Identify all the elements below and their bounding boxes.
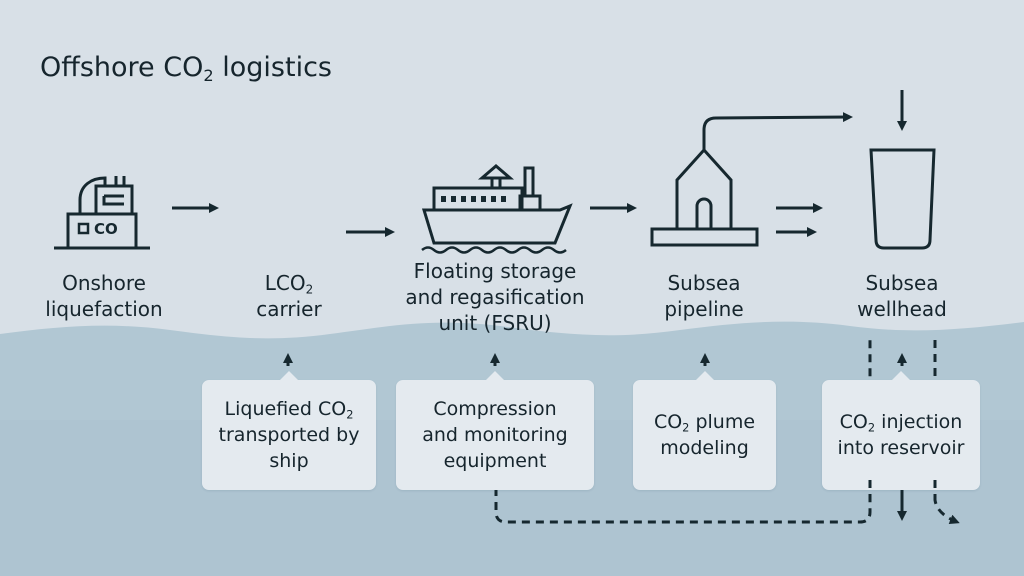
- note-text-part: injection: [875, 411, 963, 433]
- note-subscript: 2: [346, 407, 354, 422]
- note-text: Compression and monitoring equipment: [422, 396, 568, 474]
- note-co2-injection: CO2 injection into reservoir: [822, 371, 980, 490]
- label-text: LCO: [264, 271, 306, 295]
- label-line: LCO2: [256, 270, 321, 296]
- note-pointer: [485, 371, 505, 381]
- stage-label-fsru: Floating storage and regasification unit…: [405, 258, 584, 336]
- note-text: CO2 plume modeling: [654, 409, 755, 461]
- label-line: liquefaction: [45, 297, 163, 321]
- note-text-part: CO: [839, 411, 868, 433]
- note-line: transported by: [218, 424, 360, 446]
- title-text: Offshore CO: [40, 52, 204, 83]
- note-compression: Compression and monitoring equipment: [396, 371, 594, 490]
- stage-label-onshore: Onshore liquefaction: [45, 270, 162, 322]
- note-text-part: plume: [689, 411, 756, 433]
- title-text-rest: logistics: [213, 52, 332, 83]
- label-subscript: 2: [305, 282, 314, 297]
- label-line: Onshore: [62, 271, 146, 295]
- stage-label-wellhead: Subsea wellhead: [857, 270, 947, 322]
- note-text-part: Liquefied CO: [224, 398, 347, 420]
- note-line: Compression: [433, 398, 557, 420]
- label-line: Subsea: [865, 271, 939, 295]
- stage-label-pipeline: Subsea pipeline: [664, 270, 743, 322]
- note-pointer: [279, 371, 299, 381]
- label-line: pipeline: [664, 297, 744, 321]
- label-line: and regasification: [405, 285, 585, 309]
- label-line: Subsea: [667, 271, 741, 295]
- note-line: equipment: [443, 450, 547, 472]
- note-pointer: [694, 371, 715, 381]
- note-plume-modeling: CO2 plume modeling: [633, 371, 776, 490]
- note-liquefied-co2: Liquefied CO2 transported by ship: [202, 371, 376, 490]
- note-line: CO2 injection: [838, 409, 965, 435]
- note-pointer: [891, 371, 911, 381]
- note-text: Liquefied CO2 transported by ship: [219, 396, 360, 474]
- note-subscript: 2: [682, 420, 690, 435]
- label-line: unit (FSRU): [438, 311, 552, 335]
- note-line: and monitoring: [422, 424, 568, 446]
- label-line: wellhead: [857, 297, 947, 321]
- note-text: CO2 injection into reservoir: [838, 409, 965, 461]
- label-line: carrier: [256, 297, 322, 321]
- note-line: modeling: [660, 437, 749, 459]
- note-text-part: CO: [653, 411, 683, 433]
- label-line: Floating storage: [413, 259, 577, 283]
- diagram-title: Offshore CO2 logistics: [40, 52, 332, 83]
- note-line: Liquefied CO2: [219, 396, 360, 422]
- note-line: into reservoir: [837, 437, 965, 459]
- note-line: CO2 plume: [654, 409, 755, 435]
- note-subscript: 2: [867, 420, 876, 435]
- note-line: ship: [269, 450, 309, 472]
- stage-label-carrier: LCO2 carrier: [256, 270, 321, 322]
- title-subscript: 2: [203, 65, 214, 85]
